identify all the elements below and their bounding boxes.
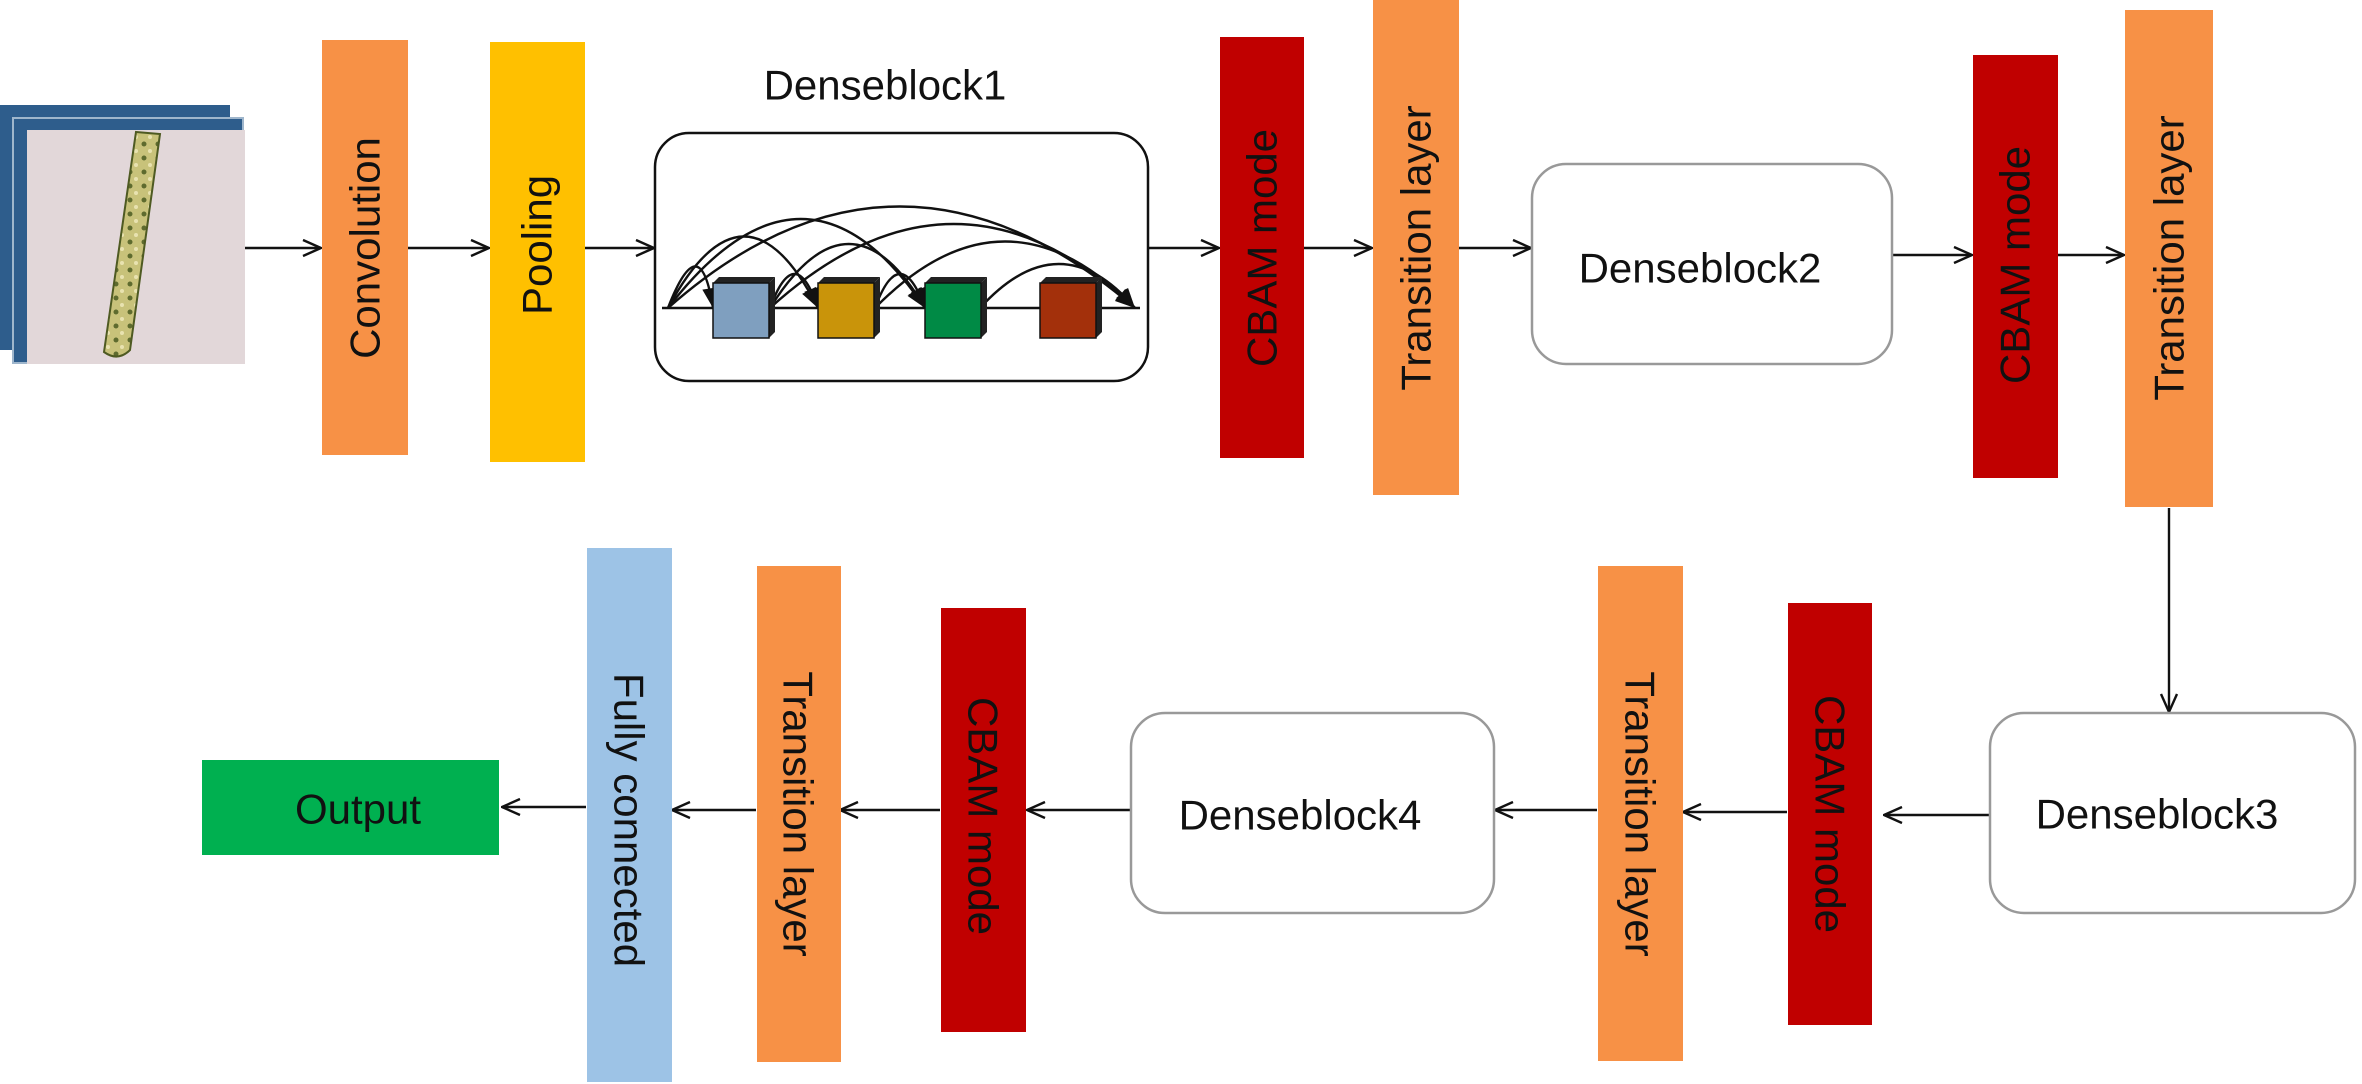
- fully-connected-bar: [587, 548, 672, 1082]
- transition-bar: [1373, 0, 1459, 495]
- cbam3-label: CBAM mode: [1807, 695, 1854, 933]
- dense-layer-cube-2: [817, 277, 880, 339]
- output-label: Output: [295, 786, 421, 833]
- denseblock2: Denseblock2: [1530, 162, 1894, 366]
- block-transition-2: Transition layer: [2125, 10, 2213, 507]
- pooling-label: Pooling: [514, 175, 561, 315]
- transition4-label: Transition layer: [775, 671, 822, 957]
- row2-arrows: [502, 807, 1989, 815]
- skip-connection: [979, 262, 1136, 309]
- denseblock1-frame: [653, 131, 1150, 383]
- block-transition-1: Transition layer: [1373, 0, 1459, 495]
- dense-layer-cube-1: [712, 277, 775, 339]
- denseblock3: Denseblock3: [1988, 711, 2357, 915]
- transition-label: Transition layer: [1393, 105, 1440, 391]
- input-image-stack: [0, 105, 245, 364]
- output-box: [202, 760, 499, 855]
- denseblock1-title: Denseblock1: [764, 62, 1007, 109]
- leaf-image-stack-icon: [102, 130, 162, 358]
- denseblock4: Denseblock4: [1129, 711, 1496, 915]
- cbam2-label: CBAM mode: [1992, 146, 2039, 384]
- denseblock4-label: Denseblock4: [1179, 792, 1422, 839]
- block-fully-connected: Fully connected: [587, 548, 672, 1082]
- convolution-label: Convolution: [342, 137, 389, 359]
- cbam2-bar: [1973, 55, 2058, 478]
- denseblock2-label: Denseblock2: [1579, 245, 1822, 292]
- denseblock1: Denseblock1: [653, 62, 1150, 383]
- block-cbam-3: CBAM mode: [1788, 603, 1872, 1025]
- block-cbam-4: CBAM mode: [941, 608, 1026, 1032]
- denseblock4-box: [1129, 711, 1496, 915]
- transition2-label: Transition layer: [2146, 115, 2193, 401]
- skip-connection: [667, 217, 926, 309]
- fully-connected-label: Fully connected: [606, 673, 653, 967]
- convolution-bar: [322, 40, 408, 455]
- denseblock3-box: [1988, 711, 2357, 915]
- row1-arrows: [245, 248, 2169, 712]
- transition2-bar: [2125, 10, 2213, 507]
- dense-layer-cube-3: [924, 277, 987, 339]
- block-cbam-1: CBAM mode: [1220, 37, 1304, 458]
- transition4-bar: [757, 566, 841, 1062]
- cbam4-bar: [941, 608, 1026, 1032]
- transition3-label: Transition layer: [1617, 671, 1664, 957]
- block-transition-4: Transition layer: [757, 566, 841, 1062]
- denseblock2-box: [1530, 162, 1894, 366]
- pooling-bar: [490, 42, 585, 462]
- cbam-label: CBAM mode: [1239, 129, 1286, 367]
- block-convolution: Convolution: [322, 40, 408, 455]
- block-transition-3: Transition layer: [1598, 566, 1683, 1061]
- skip-connection: [873, 273, 927, 309]
- block-cbam-2: CBAM mode: [1973, 55, 2058, 478]
- cbam3-bar: [1788, 603, 1872, 1025]
- denseblock3-label: Denseblock3: [2036, 791, 2279, 838]
- cbam4-label: CBAM mode: [960, 697, 1007, 935]
- skip-connection: [667, 205, 1136, 309]
- denseblock1-skip-connections: [666, 205, 1136, 309]
- block-pooling: Pooling: [490, 42, 585, 462]
- transition3-bar: [1598, 566, 1683, 1061]
- cbam-bar: [1220, 37, 1304, 458]
- block-output: Output: [202, 760, 499, 855]
- dense-layer-cube-4: [1039, 277, 1102, 339]
